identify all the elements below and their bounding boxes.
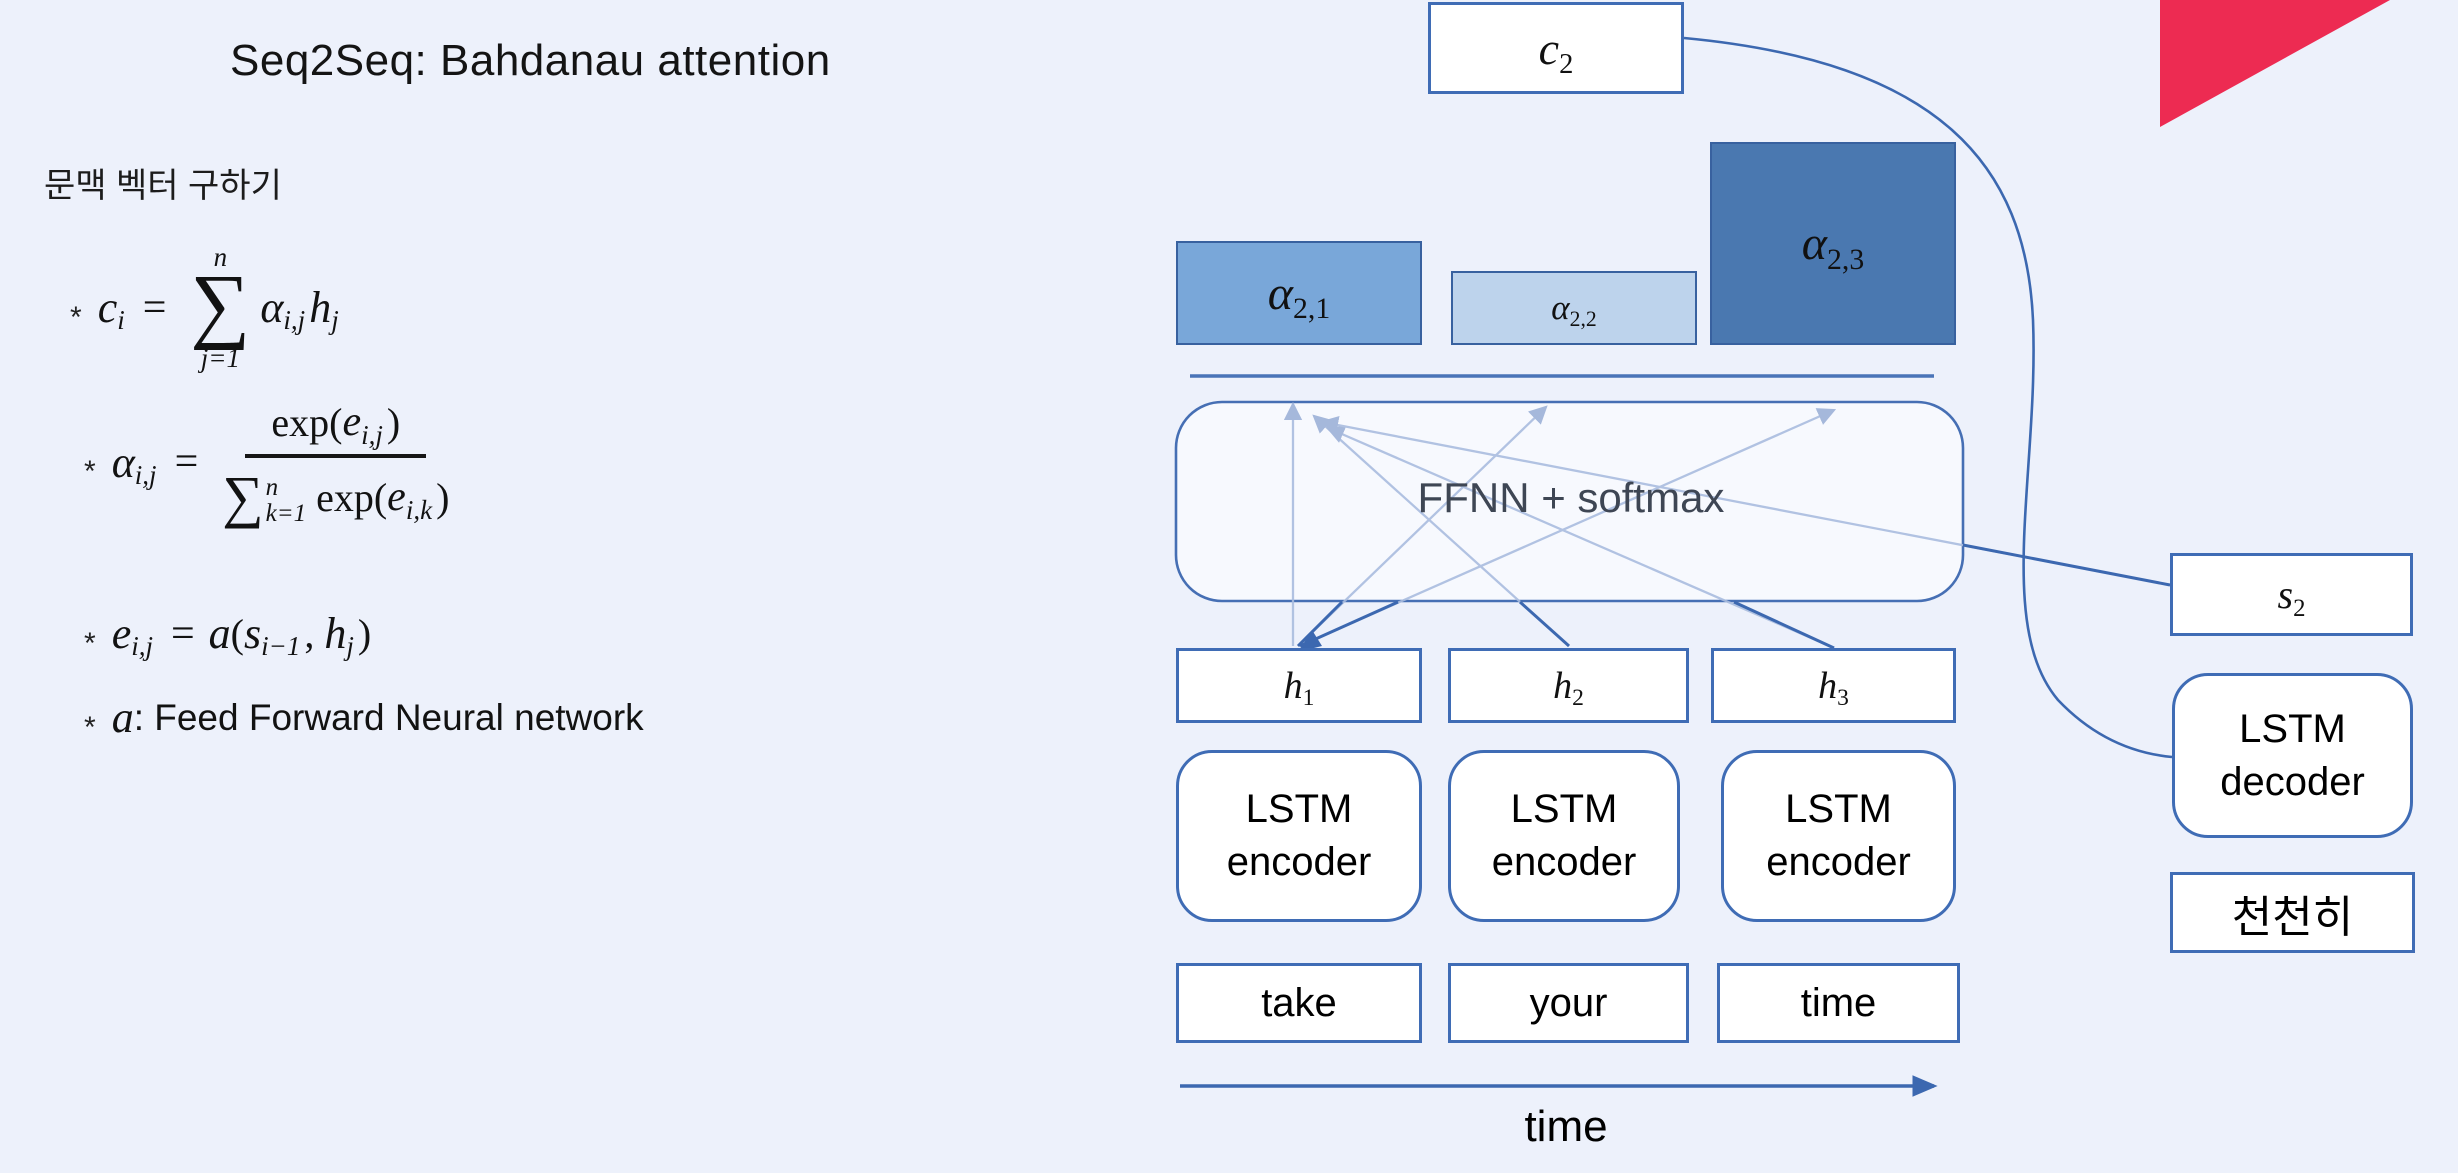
attn-seg-s2 [1962, 543, 2171, 587]
s2-node: s2 [2170, 553, 2413, 636]
brand-corner-triangle [2160, 0, 2390, 127]
attn-line-h3-alpha1 [1325, 425, 1835, 650]
bullet-star: * [84, 455, 96, 488]
attn-seg-h1a [1296, 600, 1344, 648]
formula-note-ffnn: * a : Feed Forward Neural network [84, 693, 644, 744]
attention-bar-1: α2,1 [1176, 241, 1422, 345]
summation-symbol: n ∑ j=1 [190, 242, 251, 373]
attn-seg-h3 [1733, 600, 1835, 650]
h1-node: h1 [1176, 648, 1422, 723]
attn-seg-h2 [1518, 600, 1571, 648]
decoder-box: LSTM decoder [2172, 673, 2413, 838]
bullet-star: * [70, 300, 82, 334]
c2-to-decoder-curve [1683, 36, 2173, 759]
ffnn-label: FFNN + softmax [1417, 474, 1725, 521]
input-word-take: take [1176, 963, 1422, 1043]
page-title: Seq2Seq: Bahdanau attention [230, 36, 831, 85]
output-word-box: 천천히 [2170, 872, 2415, 953]
encoder-box-3: LSTM encoder [1721, 750, 1956, 922]
input-word-time: time [1717, 963, 1960, 1043]
ffnn-box [1174, 400, 1965, 603]
input-word-your: your [1448, 963, 1689, 1043]
h3-node: h3 [1711, 648, 1956, 723]
time-axis-label: time [1524, 1102, 1608, 1151]
attention-bar-2: α2,2 [1451, 271, 1697, 345]
h2-node: h2 [1448, 648, 1689, 723]
h1-arrowhead [1298, 630, 1322, 652]
bullet-star: * [84, 710, 96, 744]
attention-bar-3: α2,3 [1710, 142, 1956, 345]
encoder-box-1: LSTM encoder [1176, 750, 1422, 922]
bullet-star: * [84, 626, 96, 660]
c2-node: c2 [1428, 2, 1684, 94]
encoder-box-2: LSTM encoder [1448, 750, 1680, 922]
f1-lhs: c [97, 283, 118, 333]
subtitle-korean: 문맥 벡터 구하기 [44, 167, 282, 205]
